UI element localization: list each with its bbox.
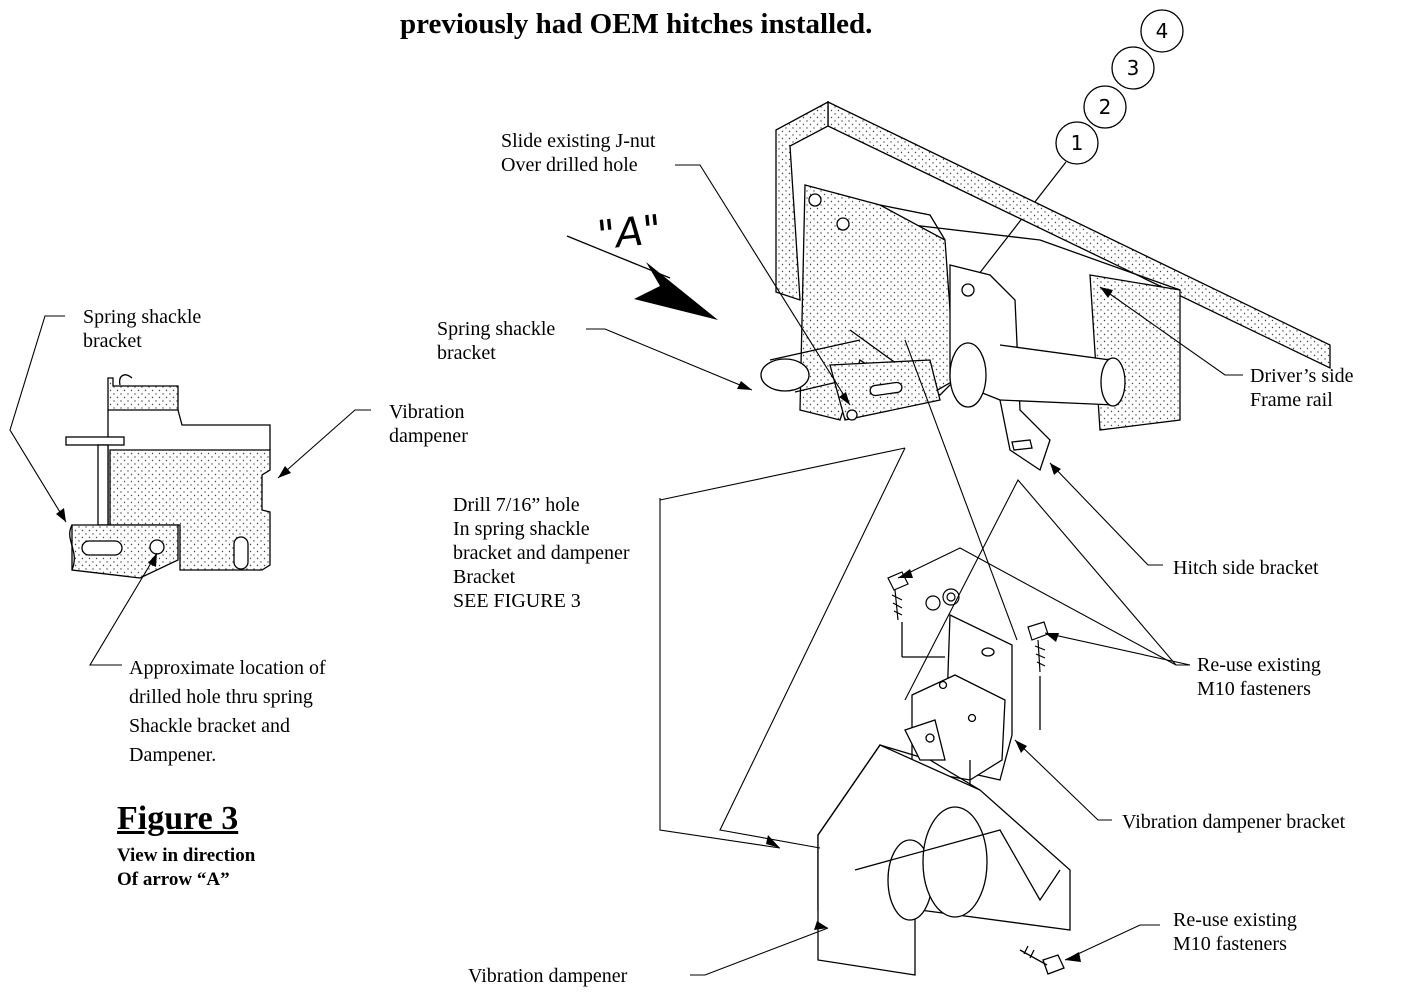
figure-3-view [65, 374, 271, 579]
balloon-1-text: 1 [1071, 131, 1084, 155]
balloon-1 [1055, 121, 1099, 165]
balloon-2-text: 2 [1099, 95, 1112, 119]
balloon-3-text: 3 [1127, 56, 1140, 80]
balloon-leader [967, 161, 1067, 289]
spring-shackle-assembly [760, 184, 1126, 472]
figure-3-title: Figure 3 [117, 800, 239, 837]
direction-arrow-a: "A" [566, 207, 718, 320]
figure-3-leaders [9, 315, 371, 666]
balloon-2 [1083, 85, 1127, 129]
page-title: previously had OEM hitches installed. [400, 8, 873, 40]
balloon-4-text: 4 [1156, 19, 1169, 43]
balloon-4 [1140, 9, 1184, 53]
label-vibration-dampener-bracket: Vibration dampener bracket [1122, 811, 1346, 833]
vibration-dampener [817, 719, 1071, 976]
m10-fasteners-top [887, 571, 1049, 673]
leader-lines [586, 164, 1243, 976]
balloon-3 [1111, 46, 1155, 90]
label-hitch-side-bracket: Hitch side bracket [1173, 557, 1319, 579]
leader-arrowheads [737, 287, 1113, 962]
arrow-a-label: "A" [595, 207, 664, 259]
label-vibration-dampener: Vibration dampener [468, 965, 628, 987]
part-balloons [1055, 9, 1184, 165]
